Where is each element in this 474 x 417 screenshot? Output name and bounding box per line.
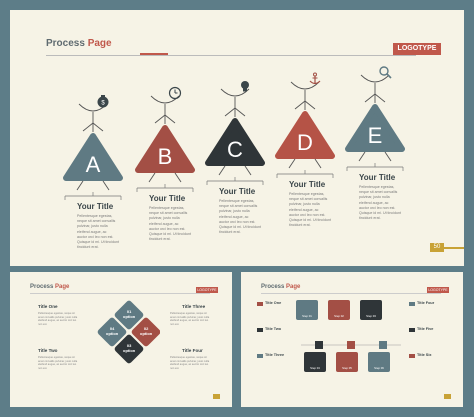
tag-four	[409, 302, 415, 306]
label-r-title-four: Title Four	[417, 301, 435, 305]
mini-logotype-badge: LOGOTYPE	[196, 287, 218, 293]
mini-page-number	[213, 394, 220, 399]
slide-thumbnail-diamond[interactable]: Process Page LOGOTYPE Title One Pellente…	[10, 272, 232, 407]
step-card-label: Step 06	[374, 366, 384, 370]
title-part-page: Page	[87, 38, 112, 49]
clock-icon	[166, 84, 184, 102]
money-bag-icon: $	[94, 92, 112, 110]
label-title-three: Title Three	[182, 304, 206, 309]
mini2-logotype-badge: LOGOTYPE	[427, 287, 449, 293]
diamond-01	[114, 300, 144, 330]
step-title-a: Your Title	[77, 202, 114, 211]
mini2-title-part-process: Process	[261, 284, 287, 290]
title-part-process: Process	[46, 38, 88, 49]
step-title-e: Your Title	[359, 173, 396, 182]
step-title-d: Your Title	[289, 180, 326, 189]
mini-header-divider	[30, 293, 210, 294]
step-e-graphic	[345, 74, 405, 171]
step-b-graphic	[135, 95, 195, 192]
step-card-2: Step 02	[328, 300, 350, 320]
diamond-03	[114, 334, 144, 364]
header-divider	[46, 55, 416, 56]
step-letter-a: A	[85, 152, 101, 177]
slide-thumbnail-cards[interactable]: Process Page LOGOTYPE Title One Title Tw…	[241, 272, 463, 407]
step-c-graphic	[205, 88, 265, 185]
page-number: 50	[430, 243, 444, 252]
tag-one	[257, 302, 263, 306]
mini-page-title: Process Page	[30, 284, 69, 290]
step-letter-d: D	[297, 130, 313, 155]
step-title-b: Your Title	[149, 194, 186, 203]
step-card-label: Step 03	[366, 314, 376, 318]
label-r-title-one: Title One	[265, 301, 282, 305]
step-body-c: Pellentesque egestas, neque sit amet con…	[219, 199, 261, 235]
step-letter-e: E	[367, 123, 383, 148]
label-title-four: Title Four	[182, 348, 203, 353]
step-card-5: Step 05	[336, 352, 358, 372]
label-r-title-two: Title Two	[265, 327, 282, 331]
step-card-1: Step 01	[296, 300, 318, 320]
step-title-c: Your Title	[219, 187, 256, 196]
step-letter-b: B	[157, 144, 173, 169]
mini2-page-number	[444, 394, 451, 399]
mini2-title-part-page: Page	[286, 284, 301, 290]
step-body-a: Pellentesque egestas, neque sit amet con…	[77, 214, 119, 250]
text-title-one: Pellentesque egestas, neque sit amet con…	[38, 312, 78, 326]
diamond-04	[97, 317, 127, 347]
step-card-label: Step 02	[334, 314, 344, 318]
cards-connector	[301, 341, 401, 349]
tag-six	[409, 354, 415, 358]
step-a-graphic	[63, 103, 123, 200]
step-card-label: Step 05	[342, 366, 352, 370]
page-title: Process Page	[46, 38, 112, 49]
step-body-d: Pellentesque egestas, neque sit amet con…	[289, 192, 331, 228]
tag-two	[257, 328, 263, 332]
magnifier-icon	[376, 63, 394, 81]
text-title-four: Pellentesque egestas, neque sit amet con…	[170, 356, 210, 370]
mini-title-part-page: Page	[55, 284, 70, 290]
step-card-3: Step 03	[360, 300, 382, 320]
svg-text:$: $	[101, 101, 105, 107]
lightbulb-icon	[236, 77, 254, 95]
mini-title-part-process: Process	[30, 284, 56, 290]
step-body-b: Pellentesque egestas, neque sit amet con…	[149, 206, 191, 242]
text-title-two: Pellentesque egestas, neque sit amet con…	[38, 356, 78, 370]
label-title-one: Title One	[38, 304, 58, 309]
step-card-label: Step 01	[302, 314, 312, 318]
tag-five	[409, 328, 415, 332]
step-body-e: Pellentesque egestas, neque sit amet con…	[359, 185, 401, 221]
diamond-02	[131, 317, 160, 347]
mini-page-title-2: Process Page	[261, 284, 300, 290]
step-card-label: Step 04	[310, 366, 320, 370]
label-title-two: Title Two	[38, 348, 58, 353]
label-r-title-six: Title Six	[417, 353, 432, 357]
step-card-4: Step 04	[304, 352, 326, 372]
step-d-graphic	[275, 81, 335, 178]
anchor-icon	[306, 70, 324, 88]
text-title-three: Pellentesque egestas, neque sit amet con…	[170, 312, 210, 326]
header-accent-line	[140, 53, 168, 55]
tag-three	[257, 354, 263, 358]
label-r-title-five: Title Five	[417, 327, 434, 331]
mini2-header-divider	[261, 293, 441, 294]
label-r-title-three: Title Three	[265, 353, 285, 357]
logotype-badge: LOGOTYPE	[393, 43, 441, 55]
step-letter-c: C	[227, 137, 243, 162]
page-number-bar	[444, 247, 464, 249]
diamond-cluster	[97, 300, 160, 364]
step-card-6: Step 06	[368, 352, 390, 372]
